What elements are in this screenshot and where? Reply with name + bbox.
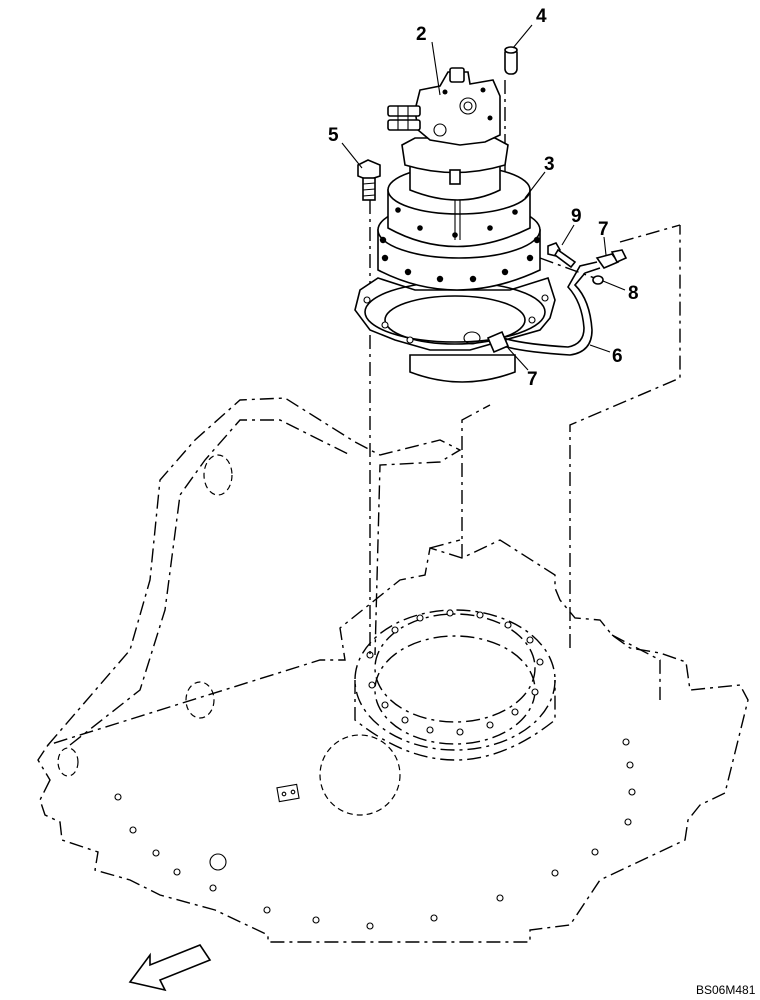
callout-4: 4 [536, 6, 547, 27]
swing-bearing-mount [354, 609, 556, 761]
callout-5: 5 [328, 125, 339, 146]
frame-plate-holes [114, 734, 636, 930]
callout-3: 3 [544, 154, 555, 175]
part-small-bolt [547, 242, 577, 269]
callout-labels: 2 3 4 5 6 7 7 8 9 [328, 6, 639, 390]
part-bolt [357, 159, 381, 201]
drawing-code: BS06M481 [696, 983, 756, 997]
callout-8: 8 [628, 283, 639, 304]
upper-frame-outline [37, 224, 749, 943]
callout-7-lower: 7 [527, 369, 538, 390]
swing-reduction-gear [354, 67, 556, 383]
callout-9: 9 [571, 206, 582, 227]
part-pin [504, 46, 518, 75]
callout-6: 6 [612, 346, 623, 367]
callout-7-upper: 7 [598, 219, 609, 240]
front-direction-arrow-icon [128, 944, 212, 992]
callout-2: 2 [416, 24, 427, 45]
part-hose-clamp [592, 275, 604, 285]
part-drain-hose [463, 249, 628, 356]
callout-leaders [341, 24, 626, 371]
